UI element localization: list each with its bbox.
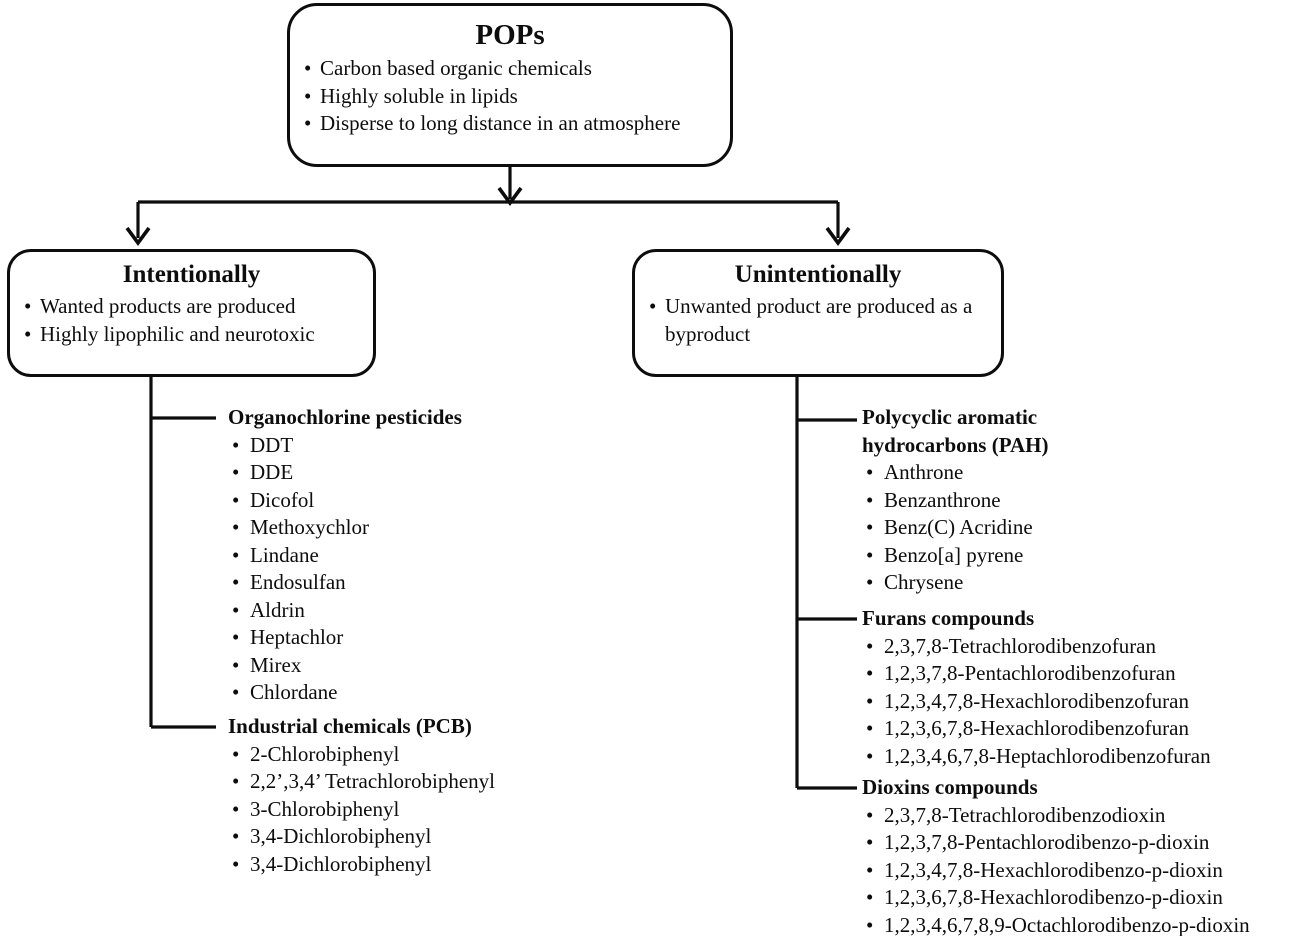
list-item: Dicofol [228,487,462,515]
unintentionally-bullets: Unwanted product are produced as a bypro… [635,293,1001,348]
pops-box: POPs Carbon based organic chemicalsHighl… [287,3,733,167]
list-item: Chlordane [228,679,462,707]
list-item: Heptachlor [228,624,462,652]
group-items: 2,3,7,8-Tetrachlorodibenzodioxin1,2,3,7,… [862,802,1250,936]
left-tree-lines [151,377,216,727]
list-item: Highly lipophilic and neurotoxic [18,321,365,349]
list-item: 1,2,3,4,6,7,8,9-Octachlorodibenzo-p-diox… [862,912,1250,936]
list-item: Carbon based organic chemicals [298,55,722,83]
list-item: 1,2,3,4,6,7,8-Heptachlorodibenzofuran [862,743,1211,771]
list-item: 2-Chlorobiphenyl [228,741,495,769]
group-organochlorine-pesticides: Organochlorine pesticides DDTDDEDicofolM… [228,404,462,707]
list-item: Wanted products are produced [18,293,365,321]
list-item: Benzanthrone [862,487,1084,515]
intentionally-bullets: Wanted products are producedHighly lipop… [10,293,373,348]
list-item: Anthrone [862,459,1084,487]
unintentionally-title: Unintentionally [635,260,1001,290]
list-item: Highly soluble in lipids [298,83,722,111]
list-item: 1,2,3,4,7,8-Hexachlorodibenzo-p-dioxin [862,857,1250,885]
intentionally-title: Intentionally [10,260,373,290]
group-items: DDTDDEDicofolMethoxychlorLindaneEndosulf… [228,432,462,707]
pops-title: POPs [290,18,730,52]
list-item: Benz(C) Acridine [862,514,1084,542]
list-item: Unwanted product are produced as a bypro… [643,293,993,348]
group-title: Furans compounds [862,605,1211,633]
list-item: Methoxychlor [228,514,462,542]
group-dioxins-compounds: Dioxins compounds 2,3,7,8-Tetrachlorodib… [862,774,1250,936]
list-item: Endosulfan [228,569,462,597]
list-item: 2,3,7,8-Tetrachlorodibenzodioxin [862,802,1250,830]
list-item: DDT [228,432,462,460]
group-polycyclic-aromatic-hydrocarbons: Polycyclic aromatic hydrocarbons (PAH) A… [862,404,1084,597]
list-item: 3,4-Dichlorobiphenyl [228,823,495,851]
group-items: 2,3,7,8-Tetrachlorodibenzofuran1,2,3,7,8… [862,633,1211,771]
list-item: 1,2,3,7,8-Pentachlorodibenzo-p-dioxin [862,829,1250,857]
group-title: Organochlorine pesticides [228,404,462,432]
list-item: 3-Chlorobiphenyl [228,796,495,824]
list-item: 3,4-Dichlorobiphenyl [228,851,495,879]
list-item: Mirex [228,652,462,680]
group-title: Industrial chemicals (PCB) [228,713,495,741]
list-item: 1,2,3,6,7,8-Hexachlorodibenzo-p-dioxin [862,884,1250,912]
group-items: AnthroneBenzanthroneBenz(C) AcridineBenz… [862,459,1084,597]
list-item: 1,2,3,6,7,8-Hexachlorodibenzofuran [862,715,1211,743]
right-tree-lines [797,377,857,788]
list-item: DDE [228,459,462,487]
group-title: Polycyclic aromatic hydrocarbons (PAH) [862,404,1084,459]
intentionally-box: Intentionally Wanted products are produc… [7,249,376,377]
pops-bullets: Carbon based organic chemicalsHighly sol… [290,55,730,138]
group-furans-compounds: Furans compounds 2,3,7,8-Tetrachlorodibe… [862,605,1211,770]
list-item: 1,2,3,4,7,8-Hexachlorodibenzofuran [862,688,1211,716]
group-items: 2-Chlorobiphenyl2,2’,3,4’ Tetrachlorobip… [228,741,495,879]
list-item: Benzo[a] pyrene [862,542,1084,570]
list-item: Lindane [228,542,462,570]
list-item: 2,2’,3,4’ Tetrachlorobiphenyl [228,768,495,796]
list-item: 1,2,3,7,8-Pentachlorodibenzofuran [862,660,1211,688]
list-item: 2,3,7,8-Tetrachlorodibenzofuran [862,633,1211,661]
list-item: Chrysene [862,569,1084,597]
unintentionally-box: Unintentionally Unwanted product are pro… [632,249,1004,377]
list-item: Aldrin [228,597,462,625]
list-item: Disperse to long distance in an atmosphe… [298,110,722,138]
group-title: Dioxins compounds [862,774,1250,802]
group-industrial-chemicals-pcb: Industrial chemicals (PCB) 2-Chlorobiphe… [228,713,495,878]
